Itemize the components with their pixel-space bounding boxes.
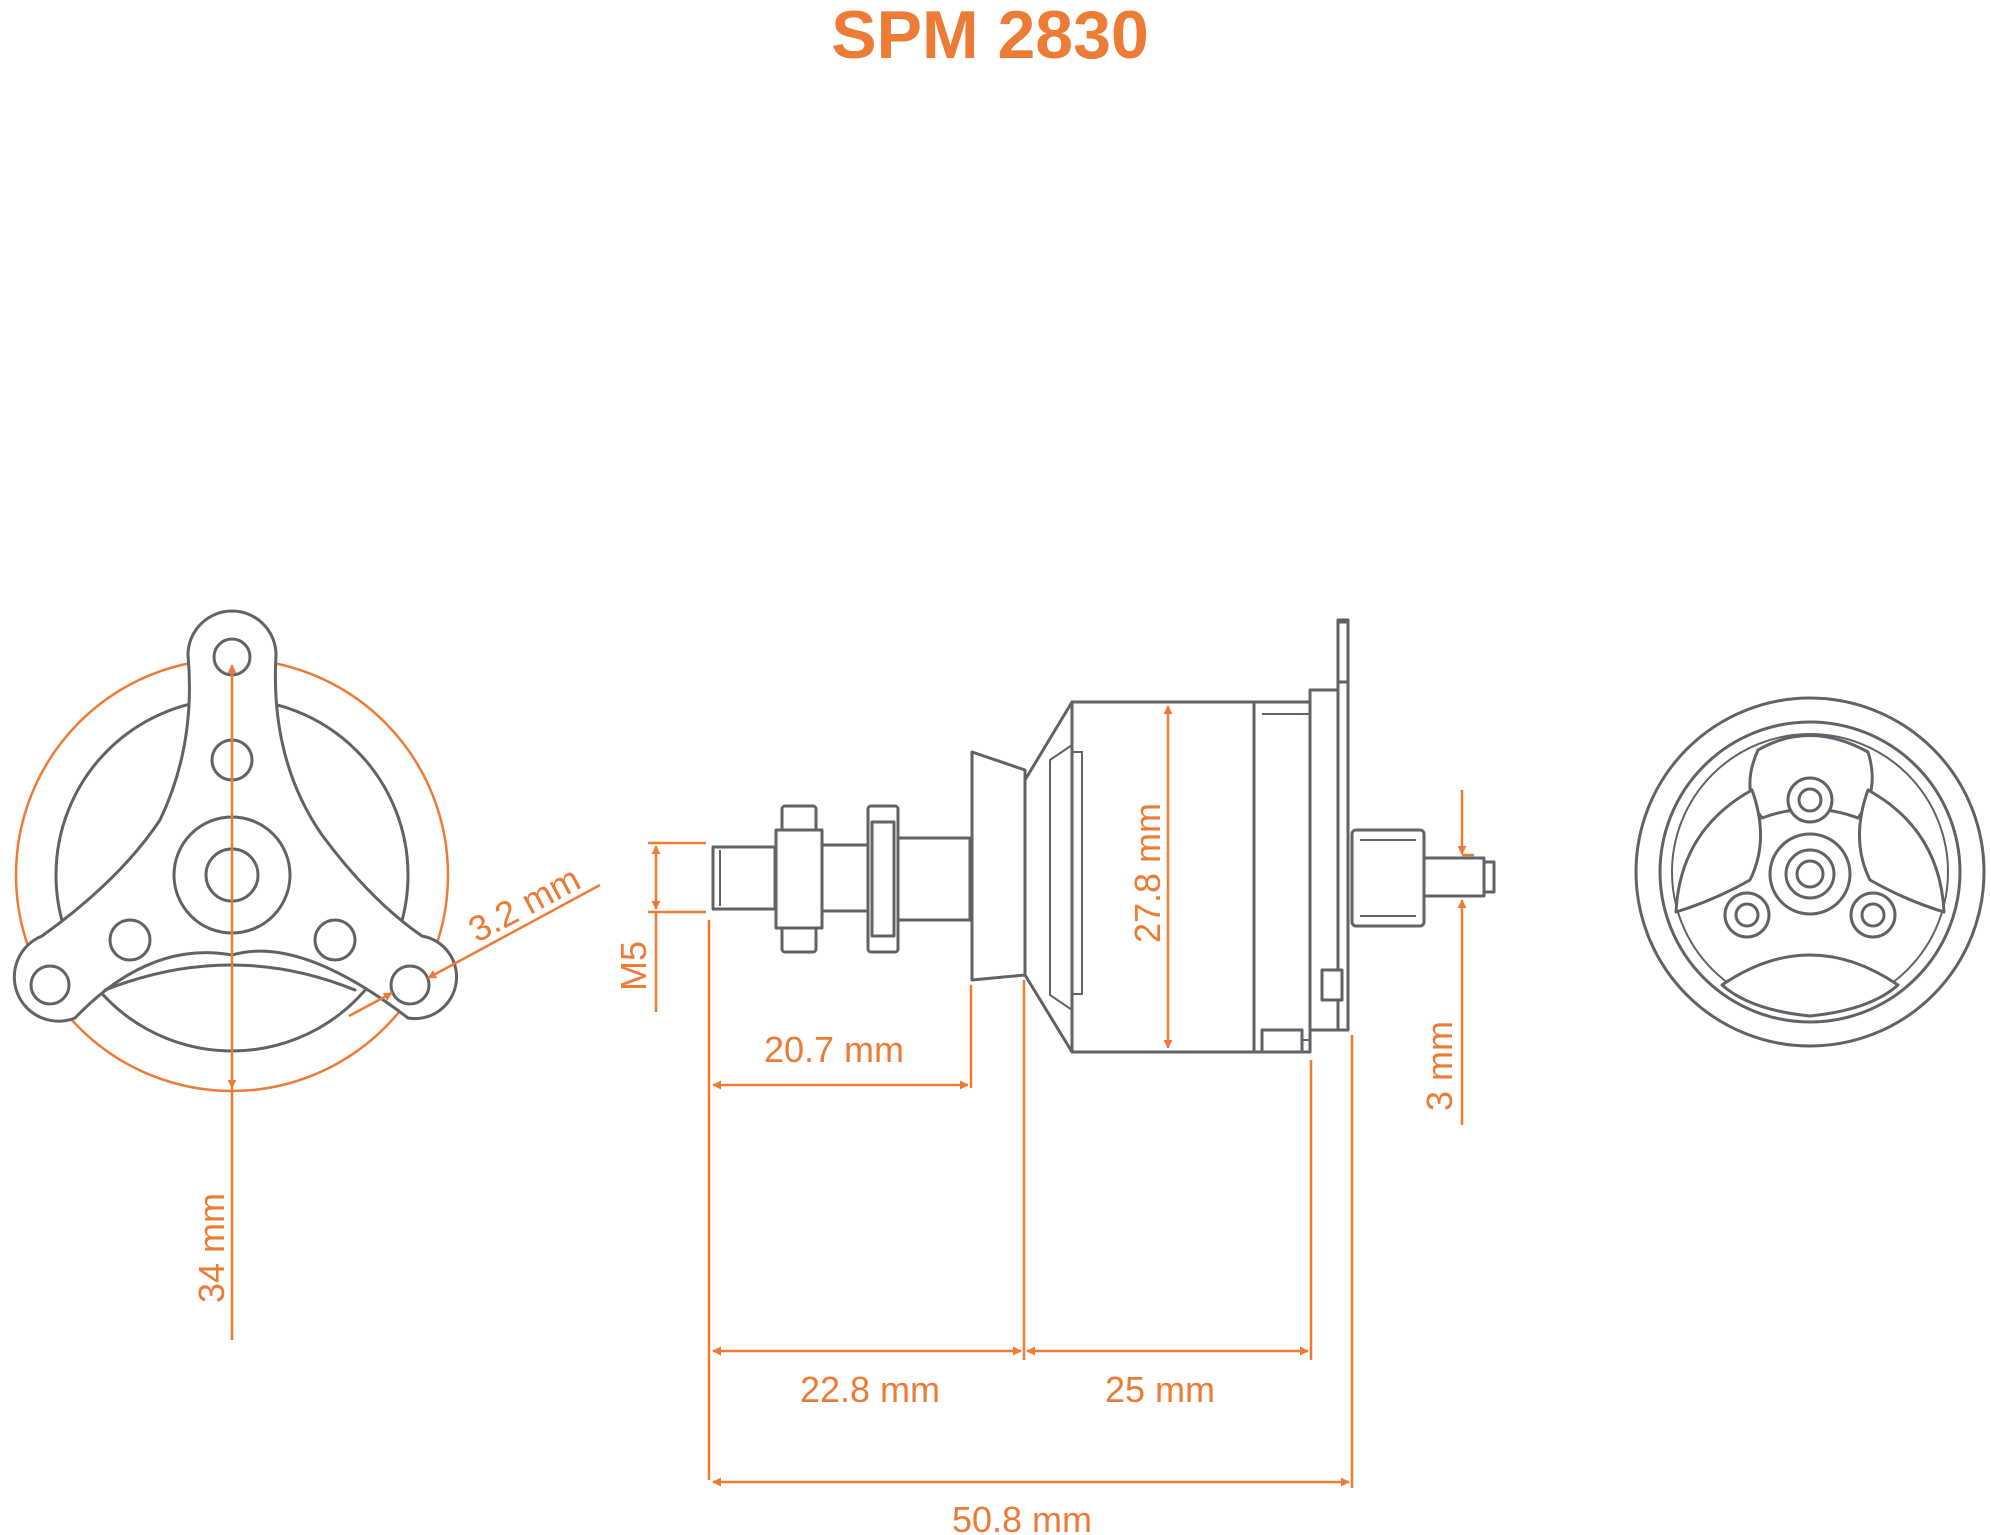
rear-view-motor [1634, 696, 1986, 1048]
rear-screw-top [1786, 776, 1834, 824]
rear-inner-rim [1658, 720, 1962, 1024]
motor-stator [1252, 700, 1312, 1054]
can-diameter-label: 27.8 mm [1127, 803, 1168, 943]
prop-adapter [970, 750, 1027, 982]
prop-shaft-tip [711, 845, 777, 911]
rear-outer-rim [1634, 696, 1986, 1048]
body-length-label: 25 mm [1105, 1369, 1215, 1410]
rear-lobe-right [1858, 788, 1946, 914]
front-length-label: 22.8 mm [800, 1369, 940, 1410]
drawing-title: SPM 2830 [831, 0, 1149, 73]
rear-lobe-bottom [1720, 953, 1900, 1018]
mount-hole-leader-inner [348, 991, 393, 1018]
left-hole [108, 918, 152, 962]
overall-length-label: 50.8 mm [952, 1499, 1092, 1535]
front-view-mount [12, 609, 459, 1093]
rear-lobe-left [1674, 788, 1762, 914]
left-mount-hole [29, 964, 71, 1006]
shaft-thread-label: M5 [613, 941, 654, 991]
right-hole [313, 918, 357, 962]
shaft-length-label: 20.7 mm [764, 1029, 904, 1070]
rear-bearing-housing [1350, 828, 1426, 928]
prop-shaft-inner [896, 836, 972, 922]
prop-shaft [820, 843, 874, 913]
mount-hole-leader [427, 883, 601, 980]
mount-diameter-label: 34 mm [191, 1193, 232, 1303]
right-mount-hole [389, 964, 431, 1006]
rear-screw-left [1723, 891, 1771, 939]
bell-front [1023, 700, 1074, 1054]
rear-shaft [1422, 856, 1486, 898]
rear-screw-right [1849, 891, 1897, 939]
rear-hub-outer [1768, 832, 1852, 916]
rear-shaft-label: 3 mm [1419, 1021, 1460, 1111]
mount-hole-label: 3.2 mm [462, 858, 587, 951]
side-view-motor [711, 618, 1496, 1054]
